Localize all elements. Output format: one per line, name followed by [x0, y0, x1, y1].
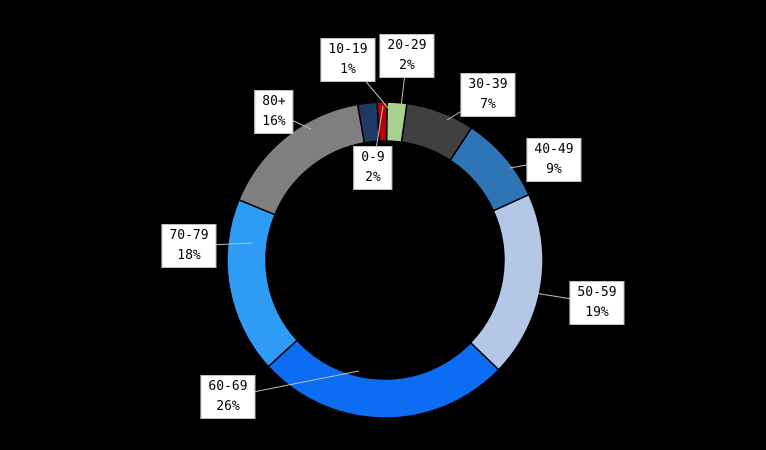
callout-percent-label: 16%	[262, 114, 286, 129]
callout-70-79: 70-79 18%	[161, 224, 217, 268]
callout-60-69: 60-69 26%	[200, 375, 256, 419]
callout-50-59: 50-59 19%	[569, 281, 625, 325]
callout-40-49: 40-49 9%	[526, 138, 582, 182]
callout-range-label: 10-19	[328, 42, 368, 57]
callout-percent-label: 1%	[340, 62, 356, 77]
callout-range-label: 20-29	[387, 38, 427, 53]
donut-segment-60-69	[267, 339, 500, 419]
donut-segment-80	[237, 103, 366, 216]
callout-0-9: 0-9 2%	[353, 146, 393, 190]
callout-percent-label: 9%	[546, 162, 562, 177]
callout-range-label: 40-49	[534, 142, 574, 157]
callout-range-label: 70-79	[169, 228, 209, 243]
callout-percent-label: 7%	[480, 97, 496, 112]
callout-range-label: 0-9	[361, 150, 385, 165]
callout-percent-label: 2%	[365, 170, 381, 185]
callout-10-19: 10-19 1%	[320, 38, 376, 82]
callout-30-39: 30-39 7%	[460, 73, 516, 117]
callout-range-label: 30-39	[468, 77, 508, 92]
callout-percent-label: 18%	[177, 248, 201, 263]
callout-range-label: 60-69	[208, 379, 248, 394]
callout-20-29: 20-29 2%	[379, 34, 435, 78]
donut-segment-50-59	[469, 193, 544, 371]
callout-80-plus: 80+ 16%	[254, 90, 294, 134]
callout-percent-label: 2%	[399, 58, 415, 73]
callout-percent-label: 19%	[585, 305, 609, 320]
callout-range-label: 50-59	[577, 285, 617, 300]
callout-range-label: 80+	[262, 94, 286, 109]
donut-segment-70-79	[226, 198, 299, 368]
callout-percent-label: 26%	[216, 399, 240, 414]
